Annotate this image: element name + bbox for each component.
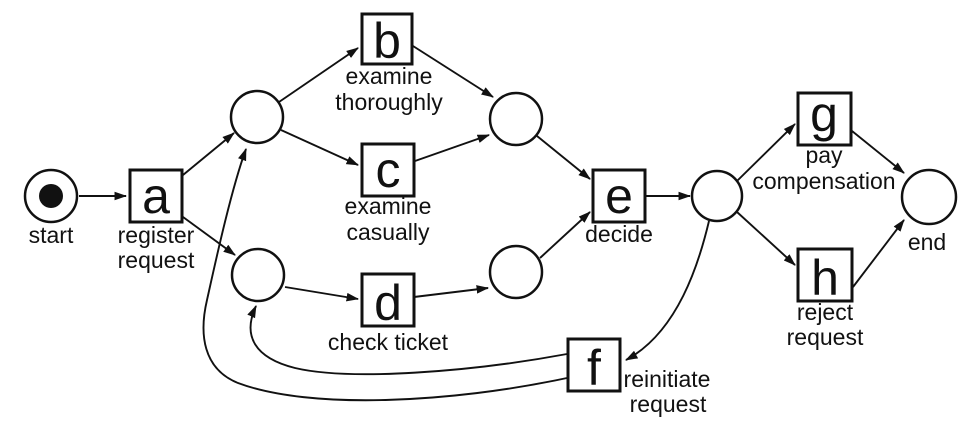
transition-b-label-1: examine [346, 63, 433, 89]
arcs-layer [79, 45, 905, 402]
arc-b-p3 [412, 45, 494, 98]
transition-c: c examine casually [345, 142, 432, 245]
arc-p2-d [284, 286, 360, 302]
transition-f: f reinitiate request [566, 337, 711, 417]
place-p5 [690, 169, 744, 223]
transition-c-box [360, 142, 416, 198]
transition-e: e decide [585, 168, 653, 247]
arc-p4-e [539, 211, 591, 259]
transition-h-label-2: request [787, 324, 864, 350]
arc-f-p2 [247, 305, 568, 376]
place-p4 [488, 244, 544, 300]
transition-g-label-2: compensation [752, 168, 895, 194]
transition-e-letter: e [605, 168, 633, 224]
place-end: end [900, 168, 958, 255]
transition-f-letter: f [587, 340, 601, 396]
transition-h: h reject request [787, 247, 864, 350]
place-start: start [23, 168, 79, 248]
place-p2 [230, 247, 286, 303]
place-p3 [488, 91, 544, 147]
place-p2-circle [230, 247, 286, 303]
place-start-label: start [29, 222, 74, 248]
arc-c-p3 [414, 134, 490, 162]
transition-b-box [360, 12, 414, 66]
transition-f-label-2: request [630, 391, 707, 417]
transition-h-label-1: reject [797, 299, 854, 325]
arc-p3-e [536, 135, 591, 180]
arc-p1-c [280, 129, 359, 166]
transition-g-letter: g [810, 86, 838, 142]
transition-d-label-1: check ticket [328, 329, 449, 355]
transition-c-label-2: casually [346, 219, 430, 245]
transition-c-label-1: examine [345, 193, 432, 219]
transition-g-label-1: pay [805, 142, 843, 168]
arc-p5-h [736, 211, 796, 266]
transition-g: g pay compensation [752, 86, 895, 194]
transition-a-letter: a [142, 168, 170, 224]
transition-c-letter: c [376, 142, 401, 198]
arc-h-end [852, 219, 905, 288]
transition-d: d check ticket [328, 272, 449, 355]
arc-p5-g [736, 123, 796, 182]
start-token [39, 184, 63, 208]
transition-d-box [360, 272, 416, 328]
transition-f-label-1: reinitiate [624, 366, 711, 392]
transition-d-letter: d [374, 275, 402, 331]
transition-h-box [796, 247, 854, 303]
transition-a-box [128, 168, 184, 224]
transition-e-box [591, 168, 647, 224]
place-p5-circle [690, 169, 744, 223]
place-end-circle [900, 168, 958, 226]
arc-a-p1 [182, 132, 235, 176]
transition-a-label-1: register [118, 222, 195, 248]
transition-f-box [566, 337, 622, 393]
place-end-label: end [908, 229, 946, 255]
arc-a-p2 [182, 216, 236, 256]
transition-b-letter: b [373, 13, 401, 69]
transition-a: a register request [118, 168, 195, 273]
transition-h-letter: h [811, 250, 839, 306]
place-p1-circle [229, 89, 285, 145]
transition-a-label-2: request [118, 247, 195, 273]
arc-p5-f [625, 220, 710, 361]
place-p4-circle [488, 244, 544, 300]
place-p3-circle [488, 91, 544, 147]
transition-e-label-1: decide [585, 221, 653, 247]
arc-d-p4 [413, 285, 490, 298]
transition-g-box [796, 91, 853, 147]
place-p1 [229, 89, 285, 145]
arc-p1-b [278, 47, 359, 103]
arc-f-p1 [202, 148, 568, 402]
arc-g-end [851, 130, 905, 174]
transition-b: b examine thoroughly [335, 12, 443, 115]
transition-b-label-2: thoroughly [335, 89, 443, 115]
